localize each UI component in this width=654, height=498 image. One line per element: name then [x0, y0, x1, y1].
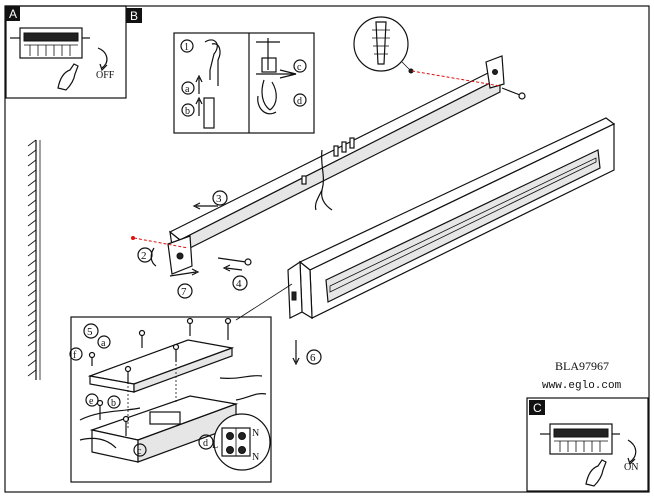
wall-hatching	[27, 139, 41, 380]
screw-right	[501, 87, 526, 100]
badge-a: A	[6, 6, 20, 21]
step-c-label-5: c	[137, 446, 142, 457]
svg-text:B: B	[130, 9, 138, 23]
step-2-label: 2	[141, 250, 147, 262]
step-4-circle	[232, 275, 248, 291]
inset-c-switch-on: C ON	[526, 397, 649, 492]
on-label: ON	[624, 462, 638, 473]
terminal-n-label-bottom: N	[252, 452, 259, 463]
terminal-l-label: L	[212, 440, 218, 451]
step-a-label-1: a	[185, 84, 190, 95]
svg-text:C: C	[533, 401, 542, 415]
inset-a-switch-off: A OFF	[5, 5, 127, 99]
step-3-circle	[212, 190, 228, 206]
step-4-label: 4	[236, 278, 242, 290]
step-6-label: 6	[310, 352, 316, 364]
led-panel	[287, 117, 616, 320]
step-5-label: 5	[87, 326, 93, 338]
mounting-rail	[167, 55, 505, 275]
step-7-label: 7	[181, 286, 187, 298]
badge-b: B	[126, 8, 142, 23]
off-label: OFF	[96, 70, 115, 81]
svg-text:A: A	[9, 7, 17, 21]
page-frame	[4, 5, 650, 493]
panel-end-cap	[287, 260, 303, 319]
inset-1-wire-connection: 1 a b c d	[173, 32, 315, 134]
step-3-label: 3	[216, 193, 222, 205]
website: www.eglo.com	[542, 380, 622, 392]
step-1-label: 1	[184, 42, 189, 53]
step-c-label-1: c	[297, 62, 302, 73]
wall-plug-icon	[375, 21, 387, 65]
step-e-label: e	[89, 396, 94, 407]
step-7-circle	[177, 283, 193, 299]
drill-line-left	[133, 237, 189, 249]
step-d-label-1: d	[297, 96, 302, 107]
wall-plug-inset	[353, 16, 414, 74]
step-b-label-1: b	[185, 106, 190, 117]
drill-hole-left	[131, 236, 135, 240]
step-6-circle	[306, 349, 322, 365]
hand-icon	[57, 63, 79, 91]
step-d-label-5: d	[203, 438, 208, 449]
badge-c: C	[529, 400, 545, 415]
step-f-label: f	[73, 350, 77, 361]
step-2-circle	[137, 247, 153, 263]
terminal-n-label-top: N	[252, 428, 259, 439]
step-b-label-5: b	[111, 398, 116, 409]
screw-left	[217, 257, 252, 266]
model-number: BLA97967	[555, 359, 609, 373]
inset-5-terminal-box: 5 f a e b c	[69, 316, 272, 483]
hand-icon-c	[585, 459, 607, 487]
step-a-label-5: a	[101, 338, 106, 349]
